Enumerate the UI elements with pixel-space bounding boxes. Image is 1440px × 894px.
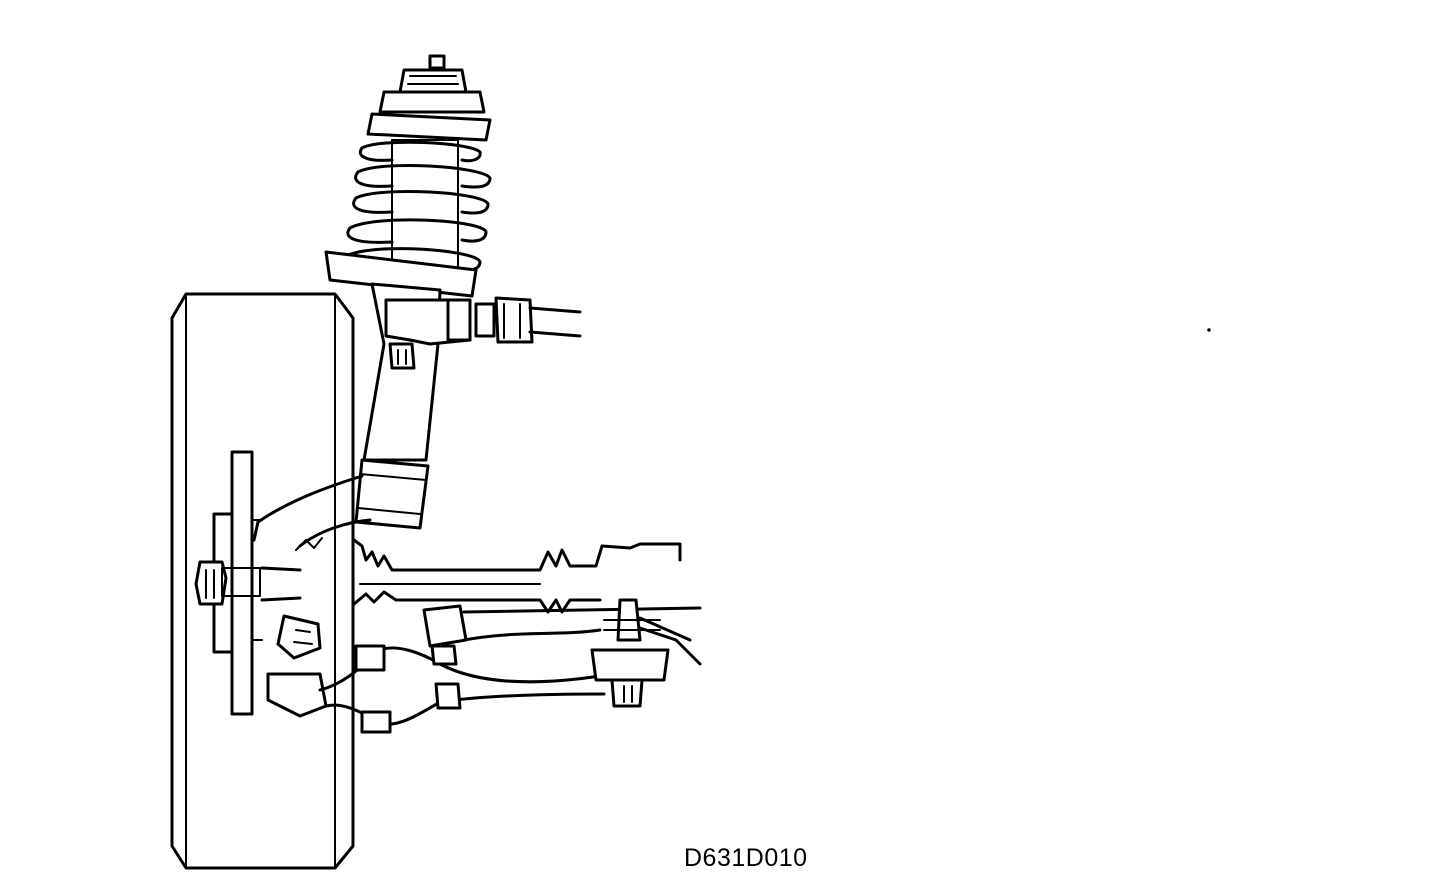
- steering-knuckle: [252, 474, 372, 602]
- ball-joint: [266, 614, 328, 718]
- stabilizer-link-lower: [590, 598, 702, 708]
- lower-spring-seat: [324, 250, 478, 298]
- hub-nut: [194, 560, 261, 606]
- control-arm-bushing: [422, 604, 702, 710]
- lower-control-arm: [318, 644, 606, 734]
- scan-speck: [1207, 328, 1211, 332]
- strut-top-mount: [366, 54, 492, 142]
- figure-code: D631D010: [684, 844, 808, 872]
- stabilizer-link-upper: [384, 296, 582, 370]
- wheel-hub: [212, 450, 263, 716]
- drive-shaft: [352, 538, 682, 614]
- tire: [170, 292, 355, 870]
